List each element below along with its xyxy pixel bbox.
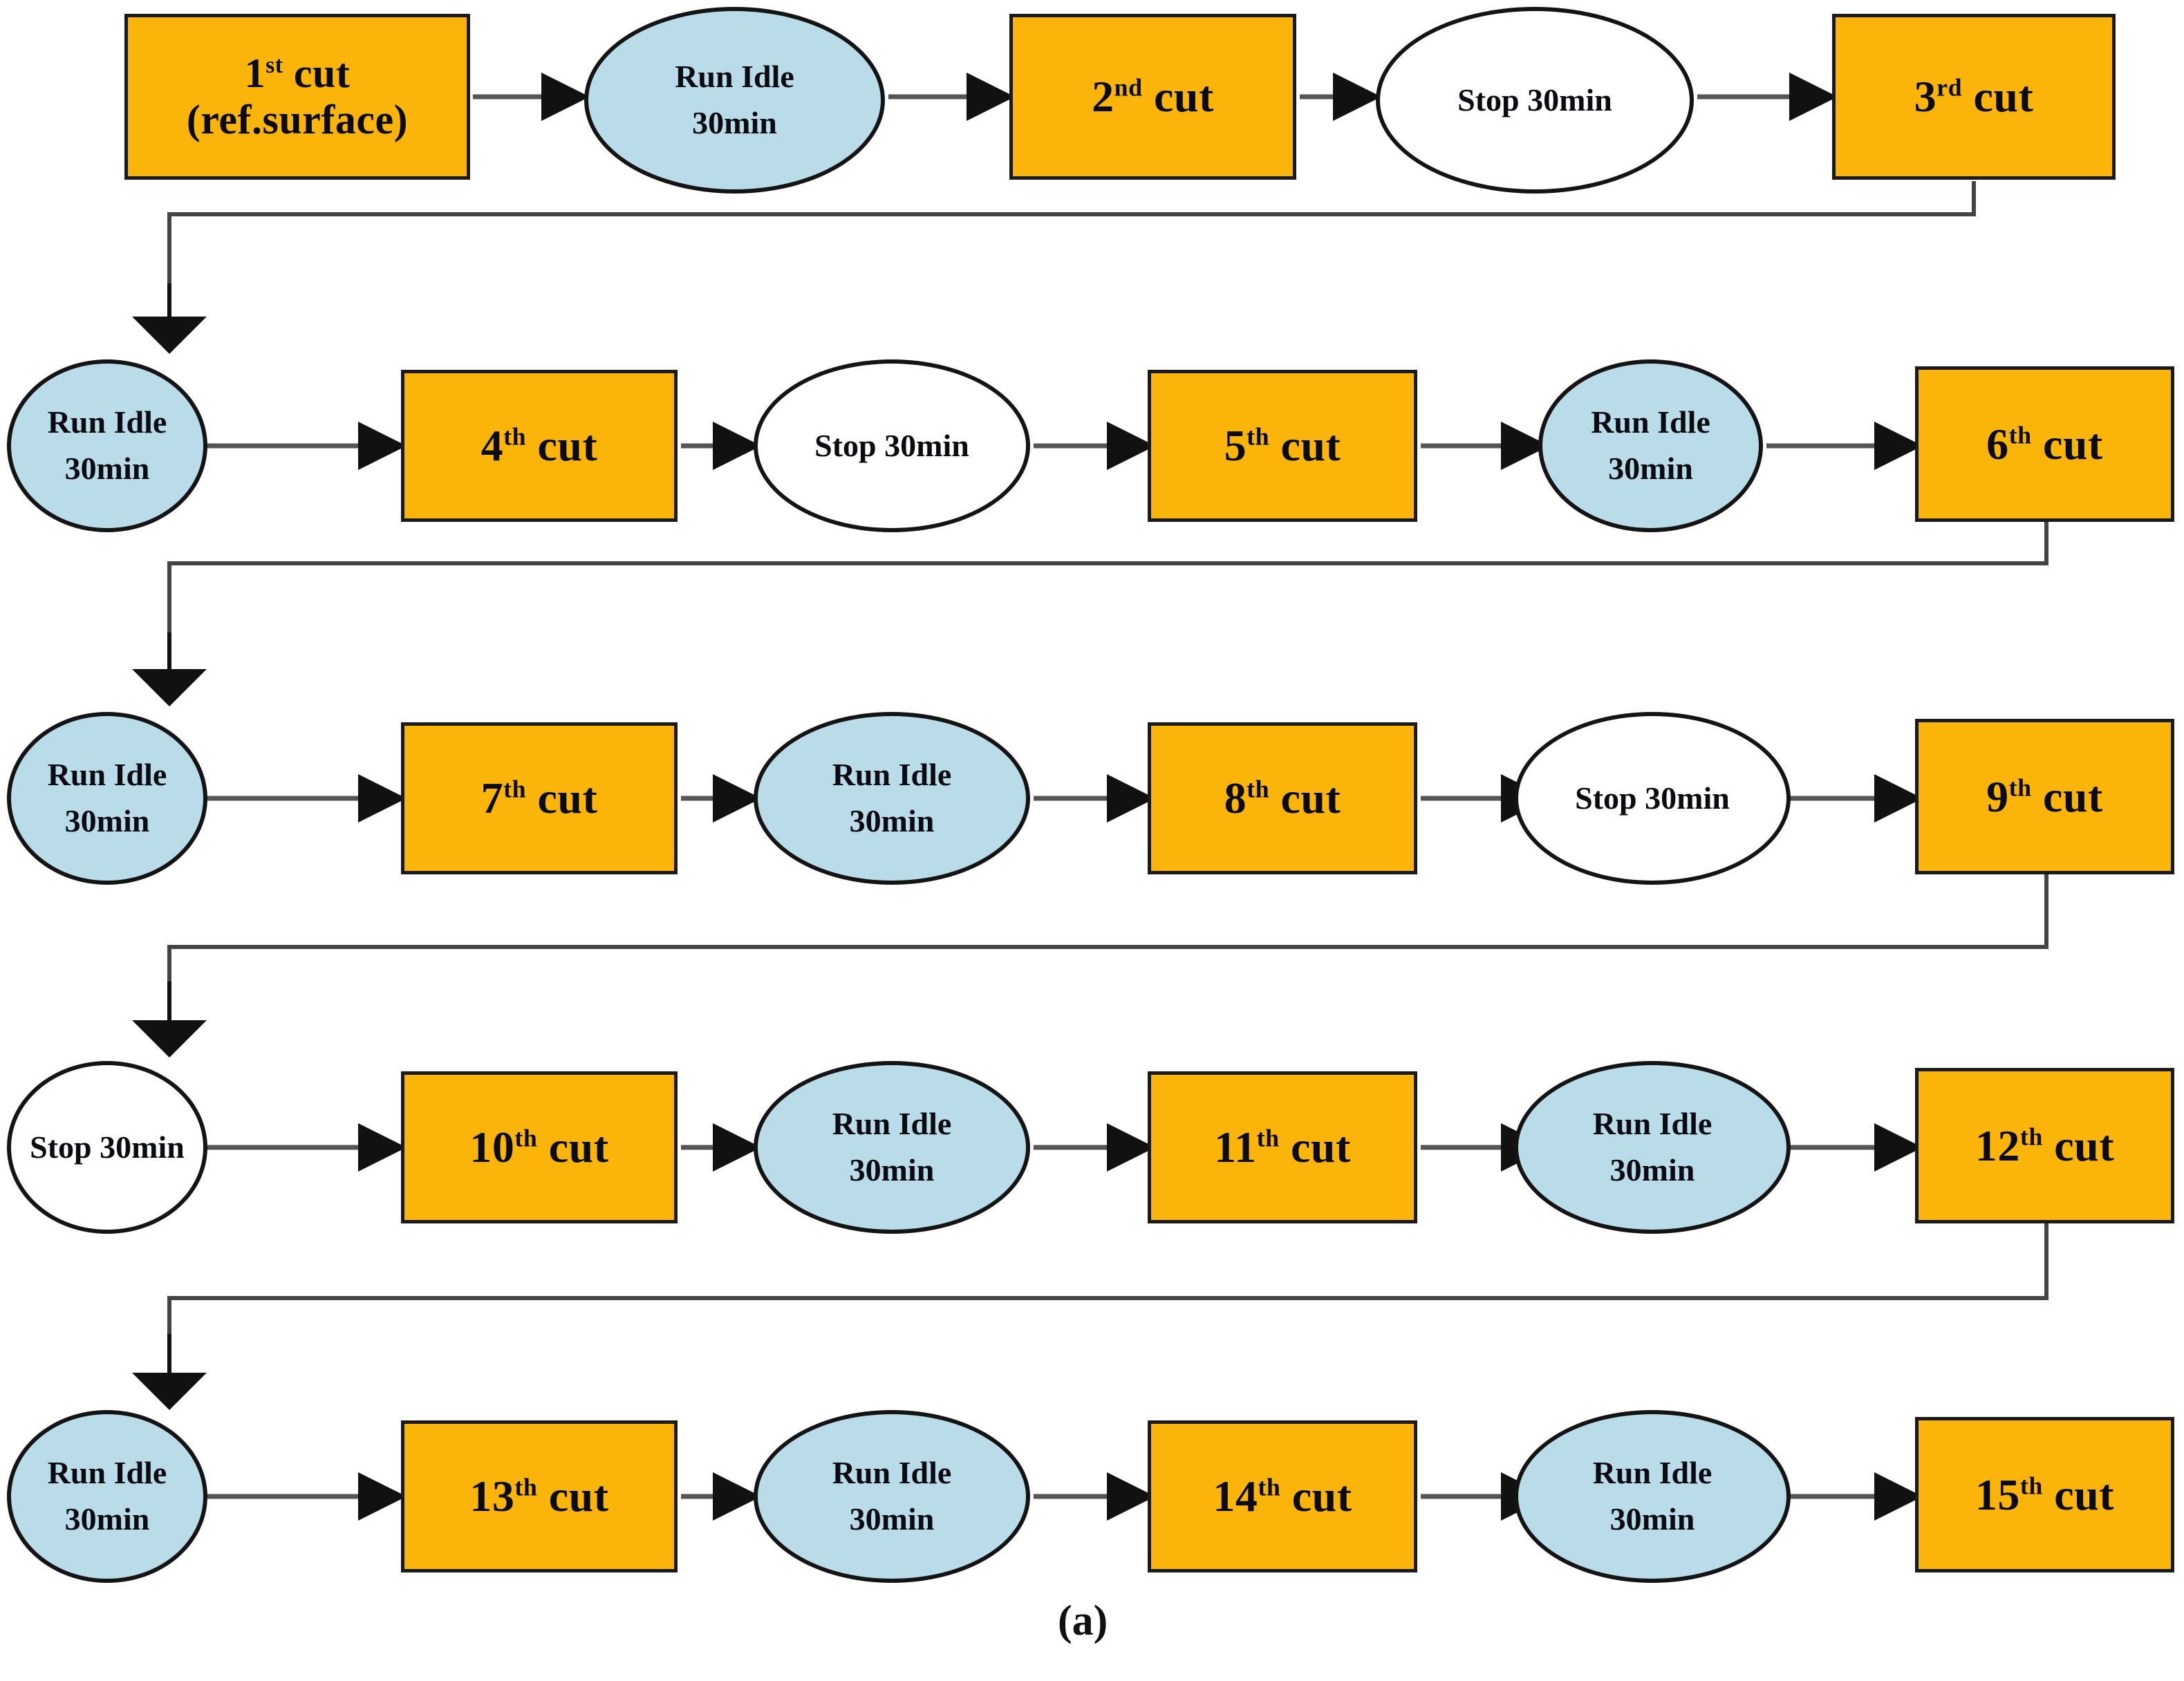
node-run-idle-9[interactable]: Run Idle 30min [754, 1410, 1030, 1583]
node-tenth-cut[interactable]: 10th cut [401, 1071, 678, 1223]
node-second-cut[interactable]: 2nd cut [1009, 14, 1296, 180]
node-fourth-cut[interactable]: 4th cut [401, 370, 678, 522]
node-stop-1[interactable]: Stop 30min [1376, 7, 1694, 194]
node-run-idle-7-label: Run Idle 30min [1592, 1106, 1712, 1187]
node-run-idle-1[interactable]: Run Idle 30min [584, 7, 885, 194]
node-run-idle-10[interactable]: Run Idle 30min [1514, 1410, 1791, 1583]
node-stop-4[interactable]: Stop 30min [7, 1061, 207, 1234]
figure-caption: (a) [1058, 1597, 1108, 1644]
node-run-idle-4[interactable]: Run Idle 30min [7, 712, 207, 885]
node-eleventh-cut-label: 11th cut [1214, 1123, 1351, 1172]
node-first-cut-label: 1st cut (ref.surface) [186, 50, 409, 142]
node-stop-2-label: Stop 30min [814, 427, 969, 463]
node-sixth-cut-label: 6th cut [1986, 419, 2103, 469]
node-run-idle-1-label: Run Idle 30min [675, 59, 794, 140]
node-run-idle-9-label: Run Idle 30min [832, 1455, 952, 1537]
node-ninth-cut-label: 9th cut [1986, 771, 2103, 821]
node-run-idle-3-label: Run Idle 30min [1591, 404, 1710, 486]
node-thirteenth-cut-label: 13th cut [469, 1472, 609, 1521]
node-run-idle-3[interactable]: Run Idle 30min [1538, 359, 1763, 532]
node-fifth-cut[interactable]: 5th cut [1148, 370, 1417, 522]
node-eighth-cut[interactable]: 8th cut [1148, 722, 1417, 874]
node-stop-2[interactable]: Stop 30min [754, 359, 1030, 532]
node-run-idle-5[interactable]: Run Idle 30min [754, 712, 1030, 885]
node-twelfth-cut-label: 12th cut [1975, 1120, 2115, 1170]
node-run-idle-10-label: Run Idle 30min [1592, 1455, 1712, 1537]
node-sixth-cut[interactable]: 6th cut [1915, 366, 2174, 522]
node-run-idle-2-label: Run Idle 30min [47, 404, 167, 486]
node-second-cut-label: 2nd cut [1092, 72, 1214, 122]
node-run-idle-5-label: Run Idle 30min [832, 757, 952, 838]
node-fifteenth-cut[interactable]: 15th cut [1915, 1417, 2174, 1572]
node-run-idle-6-label: Run Idle 30min [832, 1106, 952, 1187]
node-eleventh-cut[interactable]: 11th cut [1148, 1071, 1417, 1223]
node-seventh-cut-label: 7th cut [480, 773, 598, 823]
node-stop-1-label: Stop 30min [1457, 82, 1612, 118]
node-run-idle-4-label: Run Idle 30min [47, 757, 167, 838]
node-third-cut[interactable]: 3rd cut [1832, 14, 2116, 180]
node-third-cut-label: 3rd cut [1914, 72, 2034, 122]
node-seventh-cut[interactable]: 7th cut [401, 722, 678, 874]
node-stop-3[interactable]: Stop 30min [1514, 712, 1791, 885]
node-stop-4-label: Stop 30min [30, 1129, 185, 1165]
node-run-idle-6[interactable]: Run Idle 30min [754, 1061, 1030, 1234]
node-fourteenth-cut[interactable]: 14th cut [1148, 1420, 1417, 1572]
node-twelfth-cut[interactable]: 12th cut [1915, 1068, 2174, 1223]
node-run-idle-7[interactable]: Run Idle 30min [1514, 1061, 1791, 1234]
node-stop-3-label: Stop 30min [1575, 780, 1730, 816]
node-thirteenth-cut[interactable]: 13th cut [401, 1420, 678, 1572]
node-tenth-cut-label: 10th cut [469, 1123, 609, 1172]
node-run-idle-8-label: Run Idle 30min [47, 1455, 167, 1537]
node-fifteenth-cut-label: 15th cut [1975, 1469, 2115, 1519]
node-fourth-cut-label: 4th cut [480, 421, 598, 471]
node-run-idle-2[interactable]: Run Idle 30min [7, 359, 207, 532]
node-fifth-cut-label: 5th cut [1224, 421, 1341, 471]
node-fourteenth-cut-label: 14th cut [1213, 1472, 1352, 1521]
node-run-idle-8[interactable]: Run Idle 30min [7, 1410, 207, 1583]
node-eighth-cut-label: 8th cut [1224, 773, 1341, 823]
node-first-cut[interactable]: 1st cut (ref.surface) [124, 14, 470, 180]
node-ninth-cut[interactable]: 9th cut [1915, 719, 2174, 874]
